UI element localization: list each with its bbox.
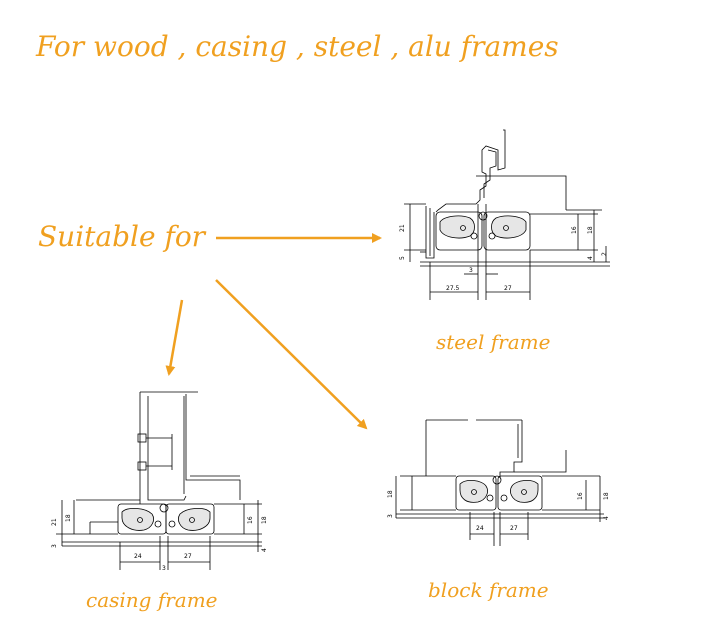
dim-label: 18	[65, 514, 72, 522]
dim-label: 3	[162, 565, 166, 572]
dim-label: 2	[601, 252, 608, 256]
suitable-for-label: Suitable for	[38, 220, 206, 253]
casing-frame-drawing	[56, 391, 262, 570]
steel-frame-dimensions: 21 16 18 5 4 2 3 27.5 27	[399, 224, 608, 292]
dim-label: 3	[387, 514, 394, 518]
dim-label: 18	[387, 490, 394, 498]
caption-casing-frame: casing frame	[86, 588, 218, 612]
dim-label: 3	[51, 544, 58, 548]
dim-label: 27.5	[446, 285, 460, 292]
dim-label: 27	[184, 553, 192, 560]
dim-label: 16	[577, 492, 584, 500]
dim-label: 24	[134, 553, 142, 560]
block-frame-dimensions: 18 16 18 3 4 24 27	[387, 490, 610, 532]
dim-label: 24	[476, 525, 484, 532]
dim-label: 18	[261, 516, 268, 524]
dim-label: 16	[247, 516, 254, 524]
page-title: For wood , casing , steel , alu frames	[36, 30, 559, 63]
block-frame-drawing	[395, 419, 604, 546]
casing-frame-dimensions: 21 18 16 18 3 4 24 27 3	[51, 514, 268, 572]
dim-label: 4	[587, 256, 594, 260]
dim-label: 27	[510, 525, 518, 532]
dim-label: 16	[571, 226, 578, 234]
dim-label: 21	[51, 518, 58, 526]
dim-label: 3	[469, 267, 473, 274]
dim-label: 18	[603, 492, 610, 500]
dim-label: 4	[603, 516, 610, 520]
steel-frame-drawing	[404, 129, 610, 300]
dim-label: 18	[587, 226, 594, 234]
caption-steel-frame: steel frame	[436, 330, 551, 354]
arrow-to-casing-frame	[165, 299, 184, 376]
dim-label: 27	[504, 285, 512, 292]
caption-block-frame: block frame	[428, 578, 549, 602]
dim-label: 5	[399, 256, 406, 260]
dim-label: 21	[399, 224, 406, 232]
dim-label: 4	[261, 548, 268, 552]
arrow-to-block-frame	[215, 279, 368, 430]
